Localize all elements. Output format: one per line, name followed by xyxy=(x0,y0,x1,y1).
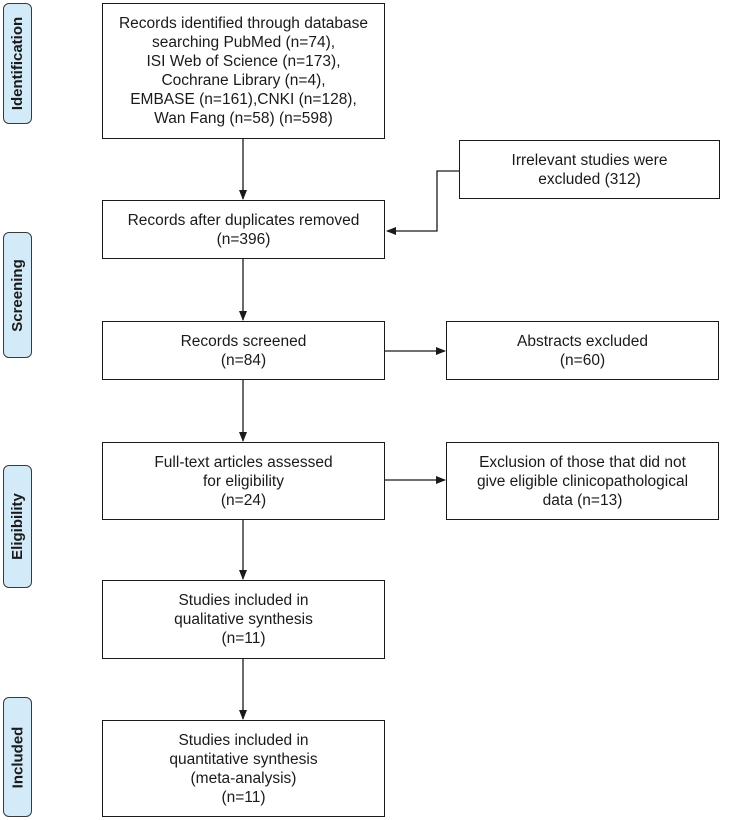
box-records-screened: Records screened (n=84) xyxy=(102,321,385,380)
box-fulltext-assessed: Full-text articles assessed for eligibil… xyxy=(102,442,385,520)
box-qualitative-synthesis: Studies included in qualitative synthesi… xyxy=(102,580,385,659)
stage-included: Included xyxy=(3,697,32,817)
box-line: for eligibility xyxy=(203,472,284,490)
stage-label: Included xyxy=(9,726,27,788)
box-line: (n=60) xyxy=(559,351,606,369)
box-line: (n=84) xyxy=(220,351,267,369)
box-after-duplicates: Records after duplicates removed (n=396) xyxy=(102,200,385,259)
stage-label: Screening xyxy=(9,258,26,332)
box-line: Studies included in xyxy=(178,731,309,749)
box-line: (n=11) xyxy=(221,630,266,647)
box-line: Cochrane Library (n=4), xyxy=(161,72,326,89)
stage-label: Identification xyxy=(9,16,26,111)
box-line: Records after duplicates removed xyxy=(127,211,360,229)
box-line: Records identified through database xyxy=(118,15,369,32)
box-abstracts-excluded: Abstracts excluded (n=60) xyxy=(446,321,719,380)
box-line: Irrelevant studies were xyxy=(511,151,668,169)
arrow-irrelevant-to-duplicates xyxy=(386,170,459,235)
box-line: quantitative synthesis xyxy=(169,750,318,768)
box-line: data (n=13) xyxy=(542,491,623,509)
box-line: Full-text articles assessed xyxy=(154,453,333,471)
box-line: Records screened xyxy=(180,332,307,350)
box-line: (n=396) xyxy=(216,230,271,248)
box-line: ISI Web of Science (n=173), xyxy=(146,53,341,70)
box-line: (n=24) xyxy=(220,491,267,509)
box-quantitative-synthesis: Studies included in quantitative synthes… xyxy=(102,720,385,817)
box-line: Wan Fang (n=58) (n=598) xyxy=(154,110,333,127)
box-line: EMBASE (n=161),CNKI (n=128), xyxy=(130,91,357,108)
box-exclusion-clinicopathological: Exclusion of those that did not give eli… xyxy=(446,442,719,520)
box-line: searching PubMed (n=74), xyxy=(151,34,336,51)
box-records-identified: Records identified through database sear… xyxy=(102,3,385,139)
stage-label: Eligibility xyxy=(9,493,26,560)
box-irrelevant-excluded: Irrelevant studies were excluded (312) xyxy=(459,140,720,199)
box-line: (n=11) xyxy=(221,788,266,806)
box-line: qualitative synthesis xyxy=(174,611,313,628)
stage-screening: Screening xyxy=(3,232,32,358)
box-line: (meta-analysis) xyxy=(190,769,297,787)
box-line: excluded (312) xyxy=(538,170,641,188)
stage-eligibility: Eligibility xyxy=(3,465,32,588)
box-line: Abstracts excluded xyxy=(517,332,648,350)
box-line: Studies included in xyxy=(178,592,309,609)
box-line: give eligible clinicopathological xyxy=(476,472,689,490)
box-line: Exclusion of those that did not xyxy=(479,453,686,471)
stage-identification: Identification xyxy=(3,3,32,124)
